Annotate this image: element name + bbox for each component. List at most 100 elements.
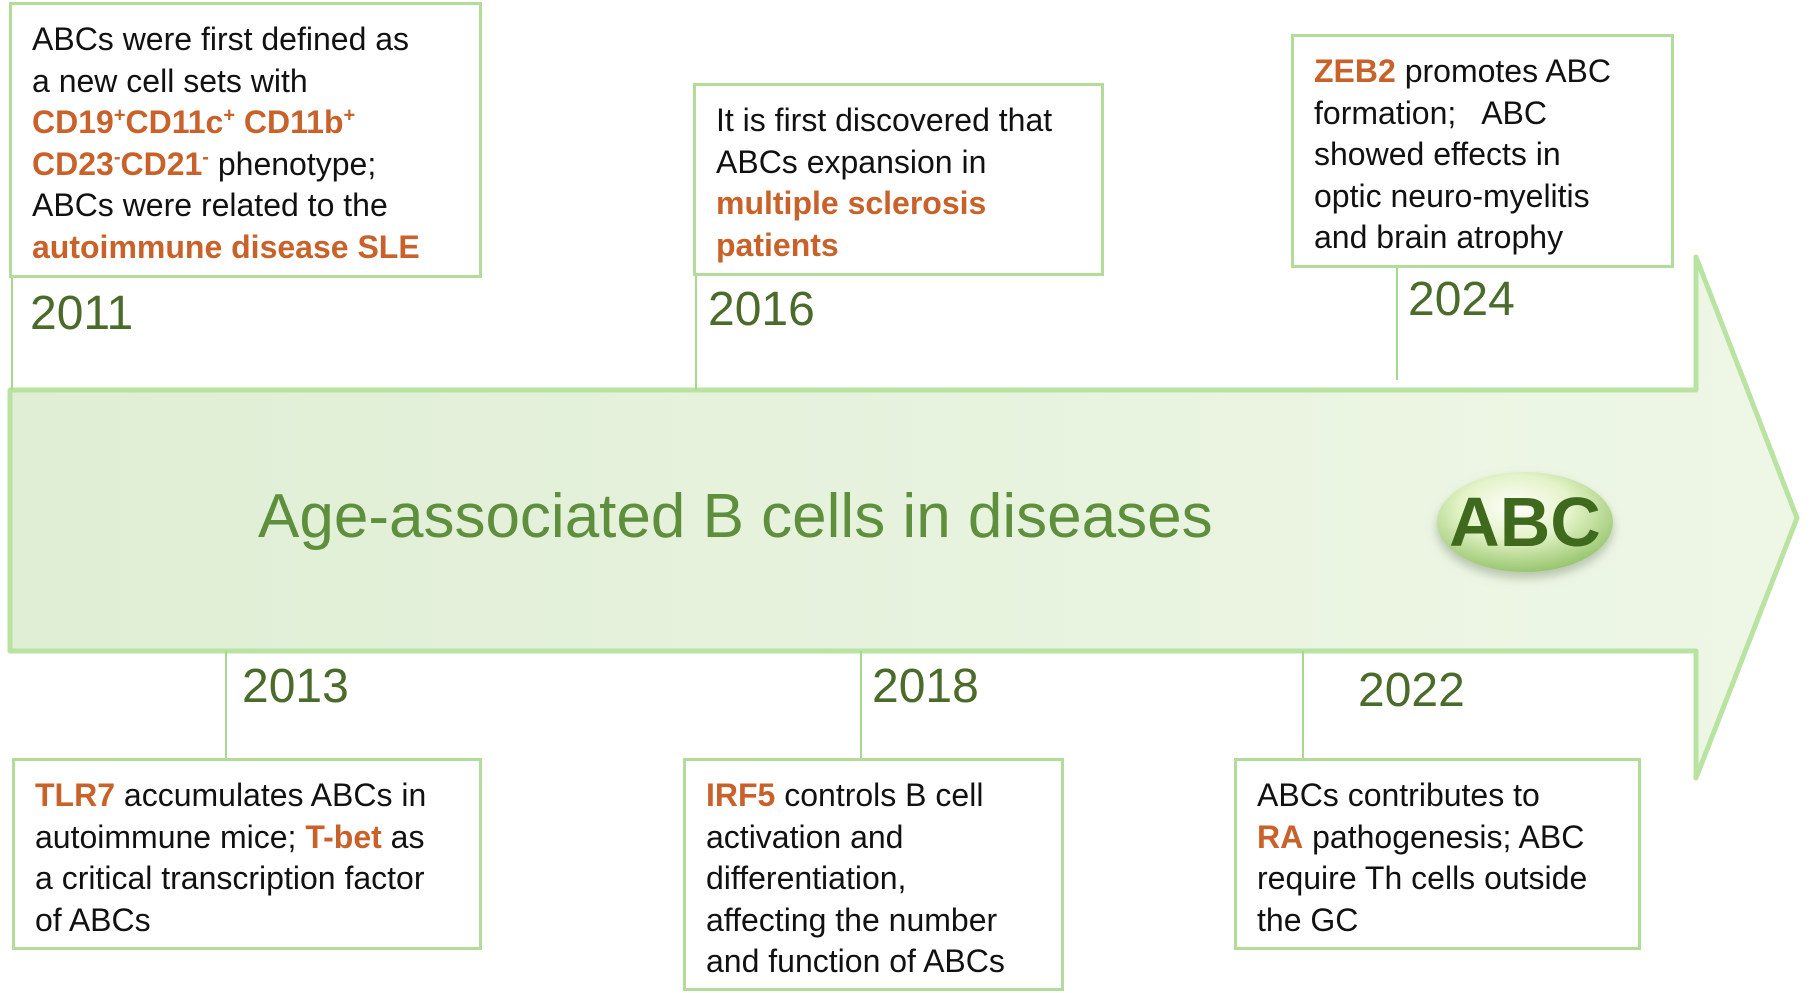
year-label: 2024 [1408,273,1515,326]
event-text-line: activation and [706,817,1043,859]
connector-2018 [860,651,862,758]
highlight-term: IRF5 [706,777,776,813]
highlight-term: TLR7 [35,777,115,813]
event-text: optic neuro-myelitis [1314,177,1590,214]
superscript: - [114,146,121,182]
event-text-line: formation; ABC [1314,93,1653,135]
superscript: - [202,146,209,182]
event-text-line: showed effects in [1314,134,1653,176]
superscript: + [223,104,235,140]
event-text-line: RA pathogenesis; ABC [1257,817,1620,859]
event-text-line: affecting the number [706,900,1043,942]
event-text: activation and [706,818,904,855]
event-text: and brain atrophy [1314,219,1564,255]
event-text-line: CD19+CD11c+ CD11b+ [32,102,461,144]
event-text-line: and brain atrophy [1314,217,1653,259]
event-box-2011: ABCs were first defined as a new cell set… [9,2,482,278]
superscript: + [114,104,126,140]
event-text: as [381,818,425,855]
event-text: controls B cell [775,777,984,813]
connector-2011 [11,276,13,390]
event-text-line: multiple sclerosis [716,183,1083,225]
event-text: promotes ABC [1395,53,1611,89]
highlight-term: - [202,145,209,168]
event-text: phenotype; [208,145,377,182]
highlight-term: RA [1257,818,1304,855]
event-text: a new cell sets with [32,62,308,99]
event-text-line: ABCs were related to the [32,185,461,227]
event-text: affecting the number [706,901,998,938]
event-text-line: differentiation, [706,858,1043,900]
abc-badge: ABC [1449,483,1601,561]
event-text: ABCs contributes to [1257,777,1540,813]
event-text: ABCs were first defined as [32,21,410,57]
event-text: formation; ABC [1314,94,1547,131]
connector-2013 [225,651,227,758]
event-text-line: the GC [1257,900,1620,942]
highlight-term: + [113,104,126,127]
highlight-term: multiple sclerosis [716,185,987,221]
highlight-term: ZEB2 [1314,53,1396,89]
event-text-line: IRF5 controls B cell [706,775,1043,817]
event-text-line: It is first discovered that [716,100,1083,142]
event-text: pathogenesis; ABC [1303,818,1585,855]
event-text-line: ABCs contributes to [1257,775,1620,817]
year-label: 2022 [1358,664,1465,717]
event-text: a critical transcription factor [35,860,425,896]
connector-2016 [695,274,697,390]
year-label: 2013 [242,660,349,713]
connector-2024 [1396,267,1398,380]
highlight-term: CD11b [235,104,344,140]
year-label: 2018 [872,660,979,713]
highlight-term: - [113,145,121,168]
event-text-line: require Th cells outside [1257,858,1620,900]
event-text-line: of ABCs [35,900,461,942]
event-text-line: a new cell sets with [32,61,461,103]
superscript: + [344,104,356,140]
highlight-term: autoimmune disease SLE [32,228,420,265]
highlight-term: CD19 [32,104,114,140]
event-text: differentiation, [706,860,907,896]
event-text: ABCs were related to the [32,187,388,223]
event-text: ABCs expansion in [716,143,987,180]
highlight-term: CD21 [120,145,203,182]
highlight-term: CD23 [32,145,114,182]
event-text-line: CD23-CD21- phenotype; [32,144,461,186]
event-text: accumulates ABCs in [115,777,427,813]
event-text-line: and function of ABCs [706,941,1043,983]
highlight-term: CD11c [125,104,224,140]
event-text: the GC [1257,901,1359,938]
diagram-title: Age-associated B cells in diseases [258,482,1213,551]
abc-badge-shape [1437,472,1613,572]
event-text-line: a critical transcription factor [35,858,461,900]
event-text-line: patients [716,225,1083,267]
event-text: require Th cells outside [1257,860,1588,896]
event-text-line: ABCs were first defined as [32,19,461,61]
event-text: autoimmune mice; [35,818,306,855]
event-text-line: ZEB2 promotes ABC [1314,51,1653,93]
highlight-term: T-bet [305,818,382,855]
year-label: 2016 [708,283,815,336]
event-text: and function of ABCs [706,943,1005,979]
event-text-line: autoimmune mice; T-bet as [35,817,461,859]
event-text-line: optic neuro-myelitis [1314,176,1653,218]
arrow-body [7,254,1800,781]
highlight-term: + [223,104,236,127]
highlight-term: patients [716,226,839,263]
event-text: of ABCs [35,901,151,938]
connector-2022 [1302,651,1304,758]
event-text-line: autoimmune disease SLE [32,227,461,269]
event-text: It is first discovered that [716,102,1053,138]
event-text-line: ABCs expansion in [716,142,1083,184]
event-text-line: TLR7 accumulates ABCs in [35,775,461,817]
highlight-term: + [343,104,356,127]
event-text: showed effects in [1314,136,1561,172]
year-label: 2011 [30,287,134,340]
